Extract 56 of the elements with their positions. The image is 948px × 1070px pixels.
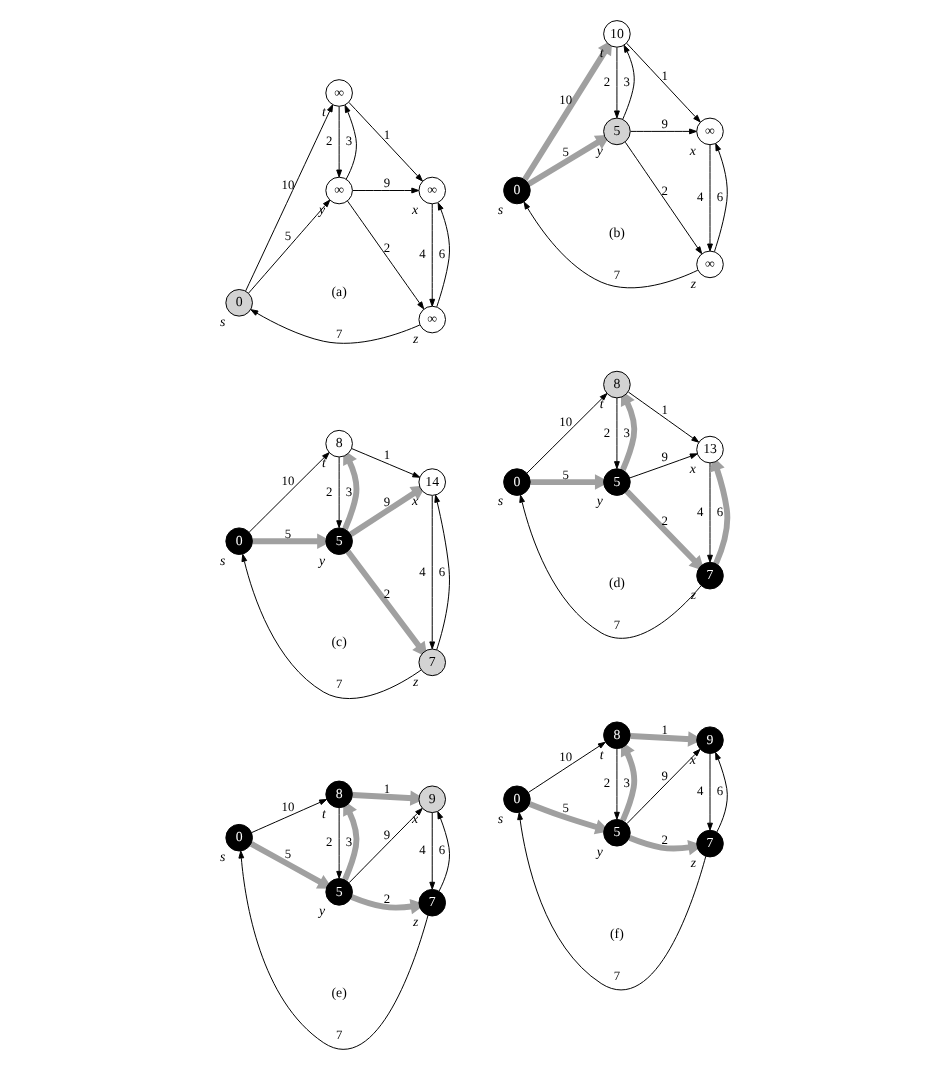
arrow bbox=[624, 489, 705, 571]
arrow bbox=[626, 42, 701, 123]
arrow bbox=[336, 105, 343, 178]
arrow bbox=[710, 456, 731, 565]
arrow bbox=[437, 811, 451, 892]
arrow bbox=[527, 134, 611, 187]
arrow bbox=[715, 752, 728, 833]
arrow bbox=[429, 812, 436, 890]
arrow bbox=[345, 549, 428, 658]
arrow bbox=[523, 201, 699, 289]
arrow bbox=[249, 841, 333, 889]
arrow bbox=[614, 397, 620, 469]
arrow bbox=[707, 753, 713, 831]
arrow bbox=[714, 143, 728, 253]
arrow bbox=[252, 533, 332, 549]
arrow bbox=[350, 894, 426, 915]
arrow bbox=[429, 495, 436, 650]
arrow bbox=[526, 393, 608, 474]
arrow bbox=[517, 812, 707, 990]
arrow bbox=[522, 39, 613, 182]
arrow bbox=[352, 187, 420, 194]
arrow bbox=[238, 850, 429, 1050]
arrow bbox=[624, 141, 703, 255]
arrow bbox=[351, 448, 421, 478]
arrow bbox=[347, 200, 425, 310]
arrow bbox=[626, 748, 701, 825]
arrow bbox=[348, 101, 423, 182]
arrow bbox=[527, 741, 606, 793]
arrow bbox=[342, 800, 360, 881]
arrow bbox=[248, 452, 330, 533]
arrow bbox=[436, 202, 450, 308]
arrow bbox=[251, 799, 328, 834]
arrow bbox=[627, 391, 700, 443]
arrow bbox=[630, 731, 703, 747]
arrow bbox=[349, 485, 427, 537]
arrow bbox=[429, 203, 436, 307]
arrow bbox=[707, 462, 713, 563]
arrow bbox=[336, 456, 343, 529]
arrow bbox=[336, 807, 343, 879]
arrow bbox=[344, 104, 357, 180]
arrow bbox=[707, 144, 713, 252]
arrow bbox=[245, 104, 334, 292]
arrow bbox=[620, 390, 638, 471]
arrow bbox=[614, 46, 620, 119]
arrow bbox=[614, 748, 620, 820]
arrow bbox=[630, 128, 697, 135]
arrow bbox=[248, 199, 331, 294]
arrow bbox=[348, 807, 423, 884]
arrow bbox=[241, 553, 422, 700]
arrow bbox=[434, 494, 450, 651]
arrow bbox=[622, 44, 635, 120]
arrow bbox=[250, 309, 421, 344]
arrow bbox=[629, 453, 698, 479]
arrow bbox=[519, 494, 702, 639]
arrow bbox=[620, 741, 638, 822]
arrow bbox=[342, 449, 360, 530]
